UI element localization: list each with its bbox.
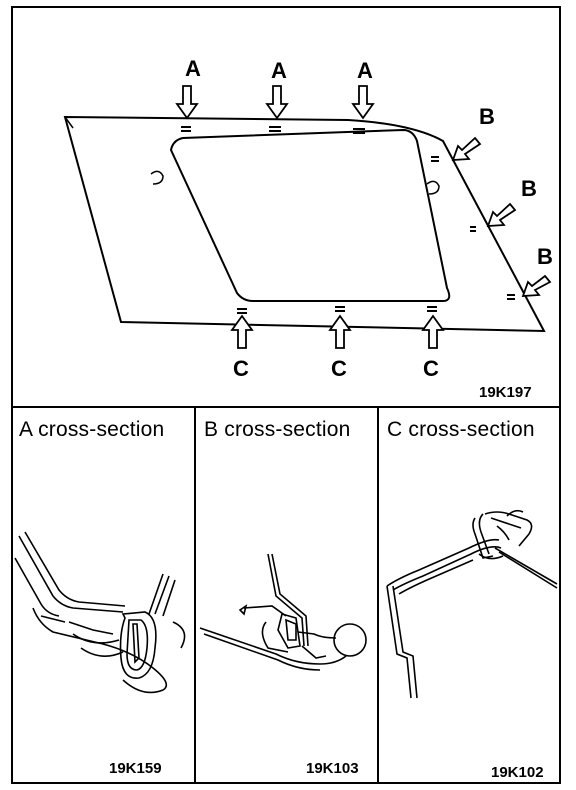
main-figure-code: 19K197 xyxy=(479,384,532,401)
arrow-c-2 xyxy=(328,314,352,349)
arrow-a-2 xyxy=(265,85,289,120)
arrow-c-3 xyxy=(421,314,445,349)
section-a-title: A cross-section xyxy=(19,418,165,441)
section-b: B cross-section 19K103 xyxy=(196,408,377,782)
arrow-a-3 xyxy=(351,85,375,120)
section-a-drawing xyxy=(14,531,186,694)
section-c: C cross-section 19K102 xyxy=(379,408,559,782)
section-c-figure-code: 19K102 xyxy=(491,764,544,781)
clip-markers xyxy=(181,126,515,314)
callout-c-3: C xyxy=(423,356,439,381)
arrow-b-1 xyxy=(451,136,482,161)
section-a: A cross-section 19K159 xyxy=(13,408,194,782)
section-b-drawing xyxy=(199,553,367,671)
horizontal-divider xyxy=(13,406,559,408)
section-c-title: C cross-section xyxy=(387,418,535,441)
section-c-drawing xyxy=(386,509,558,699)
section-b-figure-code: 19K103 xyxy=(306,760,359,777)
callout-b-2: B xyxy=(521,176,537,201)
callout-b-3: B xyxy=(537,244,553,269)
glass-outline xyxy=(63,115,546,333)
vertical-divider-2 xyxy=(377,408,379,782)
callout-a-1: A xyxy=(185,56,201,81)
callout-a-3: A xyxy=(357,58,373,83)
diagram-frame: A A A B B B C C C 19K197 A cross-section xyxy=(11,6,561,784)
hook-left xyxy=(150,170,164,185)
callout-c-1: C xyxy=(233,356,249,381)
callout-c-2: C xyxy=(331,356,347,381)
section-a-figure-code: 19K159 xyxy=(109,760,162,777)
arrow-b-2 xyxy=(486,202,517,227)
glass-inner-opening xyxy=(169,128,451,302)
arrow-a-1 xyxy=(175,85,199,120)
hook-right xyxy=(426,180,440,195)
arrow-c-1 xyxy=(230,314,254,349)
main-window-view: A A A B B B C C C 19K197 xyxy=(13,8,559,406)
arrow-b-3 xyxy=(521,274,552,297)
section-b-title: B cross-section xyxy=(204,418,351,441)
vertical-divider-1 xyxy=(194,408,196,782)
callout-b-1: B xyxy=(479,104,495,129)
callout-a-2: A xyxy=(271,58,287,83)
quarter-window-drawing: A A A B B B C C C xyxy=(63,56,553,381)
